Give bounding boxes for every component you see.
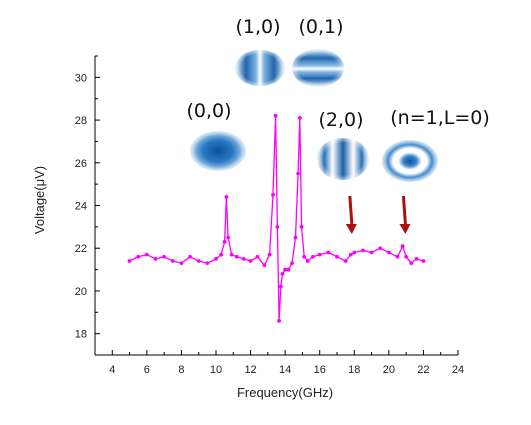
data-point bbox=[153, 256, 158, 261]
data-point bbox=[278, 284, 283, 289]
data-point bbox=[414, 256, 419, 261]
data-point bbox=[404, 254, 409, 259]
data-point bbox=[226, 235, 231, 240]
data-point bbox=[361, 248, 365, 253]
y-tick-label: 28 bbox=[75, 115, 87, 127]
mode-label-0-1: (0,1) bbox=[298, 16, 343, 38]
data-point bbox=[271, 192, 275, 197]
x-tick-label: 20 bbox=[383, 364, 395, 376]
data-point bbox=[229, 252, 234, 257]
mode-label-ring: (n=1,L=0) bbox=[390, 107, 490, 129]
y-tick-label: 22 bbox=[75, 243, 87, 255]
x-tick-label: 22 bbox=[417, 364, 429, 376]
y-axis-title: Voltage(μV) bbox=[32, 166, 47, 234]
data-point bbox=[297, 116, 302, 120]
series-points bbox=[127, 113, 426, 323]
data-point bbox=[127, 259, 132, 263]
data-point bbox=[352, 250, 357, 255]
data-point bbox=[286, 267, 291, 272]
data-point bbox=[267, 252, 272, 257]
mode-image-0-0 bbox=[190, 131, 246, 171]
data-point bbox=[299, 224, 304, 229]
data-point bbox=[273, 113, 278, 118]
data-point bbox=[421, 259, 426, 263]
data-point bbox=[222, 239, 227, 244]
x-tick-label: 4 bbox=[109, 364, 115, 376]
arrow-0-shaft bbox=[348, 195, 354, 225]
mode-image-2-0 bbox=[317, 138, 369, 180]
data-point bbox=[400, 244, 405, 248]
data-point bbox=[378, 246, 383, 251]
data-point bbox=[136, 254, 141, 259]
data-point bbox=[255, 254, 260, 259]
y-tick-label: 30 bbox=[75, 72, 87, 84]
arrow-0-head bbox=[345, 224, 357, 234]
data-point bbox=[205, 261, 210, 266]
data-point bbox=[277, 318, 281, 323]
data-point bbox=[369, 250, 374, 255]
x-tick-label: 12 bbox=[244, 364, 256, 376]
data-point bbox=[219, 252, 224, 257]
data-point bbox=[343, 259, 348, 263]
data-point bbox=[326, 250, 331, 255]
data-point bbox=[196, 259, 201, 263]
y-tick-label: 26 bbox=[75, 158, 87, 170]
arrows bbox=[345, 195, 411, 234]
series-line bbox=[129, 115, 424, 321]
x-tick-label: 10 bbox=[210, 364, 222, 376]
mode-image-0-1 bbox=[292, 49, 344, 87]
y-tick-label: 20 bbox=[75, 286, 87, 298]
x-tick-label: 24 bbox=[452, 364, 464, 376]
data-point bbox=[170, 259, 175, 263]
y-ticks: 18 20 22 24 26 28 30 bbox=[75, 55, 100, 356]
data-point bbox=[395, 254, 400, 259]
x-tick-label: 16 bbox=[314, 364, 326, 376]
data-point bbox=[335, 254, 339, 259]
data-point bbox=[305, 259, 310, 263]
data-point bbox=[310, 254, 315, 259]
mode-image-1-0 bbox=[235, 50, 285, 86]
data-point bbox=[162, 254, 167, 259]
data-point bbox=[144, 252, 149, 257]
data-point bbox=[262, 263, 267, 268]
data-point bbox=[224, 195, 229, 199]
data-point bbox=[290, 261, 294, 266]
data-point bbox=[214, 256, 218, 261]
data-point bbox=[275, 224, 280, 229]
mode-label-1-0: (1,0) bbox=[235, 16, 280, 38]
y-tick-label: 18 bbox=[75, 329, 87, 341]
data-point bbox=[302, 254, 307, 259]
x-tick-label: 8 bbox=[178, 364, 184, 376]
x-tick-label: 14 bbox=[279, 364, 291, 376]
mode-label-2-0: (2,0) bbox=[318, 109, 363, 131]
x-axis-title: Frequency(GHz) bbox=[237, 385, 333, 400]
data-point bbox=[348, 252, 353, 257]
arrow-1-head bbox=[399, 224, 411, 234]
data-point bbox=[283, 267, 288, 272]
x-tick-label: 6 bbox=[144, 364, 150, 376]
mode-label-0-0: (0,0) bbox=[186, 100, 231, 122]
data-point bbox=[386, 250, 391, 255]
data-point bbox=[293, 235, 298, 240]
y-tick-label: 24 bbox=[75, 201, 87, 213]
x-tick-label: 18 bbox=[348, 364, 360, 376]
data-point bbox=[248, 259, 253, 263]
data-point bbox=[179, 261, 184, 266]
mode-image-ring bbox=[382, 140, 438, 182]
data-point bbox=[241, 256, 246, 261]
x-ticks: 4 6 8 10 12 14 16 18 20 22 24 bbox=[94, 350, 464, 376]
data-point bbox=[317, 252, 322, 257]
data-point bbox=[234, 254, 239, 259]
data-point bbox=[188, 254, 192, 259]
data-point bbox=[296, 171, 301, 176]
data-point bbox=[409, 261, 414, 266]
data-point bbox=[280, 271, 285, 276]
arrow-1-shaft bbox=[401, 195, 407, 225]
